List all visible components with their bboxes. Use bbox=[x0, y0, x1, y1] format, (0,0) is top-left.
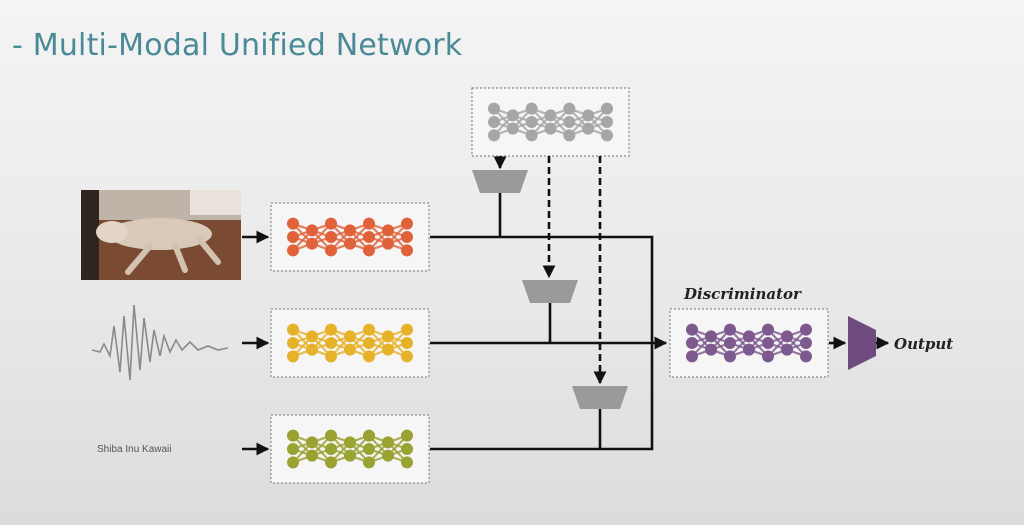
output-label: Output bbox=[894, 335, 953, 353]
dog-photo-input bbox=[81, 190, 241, 280]
discriminator-network-icon bbox=[686, 323, 812, 363]
adapter-2-icon bbox=[522, 280, 578, 303]
audio-encoder-network-icon bbox=[287, 323, 413, 363]
waveform-icon bbox=[91, 304, 229, 381]
slide-title: - Multi-Modal Unified Network bbox=[12, 28, 463, 63]
text-encoder-network-icon bbox=[287, 429, 413, 469]
top-network-icon bbox=[488, 102, 613, 142]
adapter-3-icon bbox=[572, 386, 628, 409]
output-head-icon bbox=[848, 316, 876, 370]
discriminator-label: Discriminator bbox=[683, 285, 802, 303]
image-encoder-network-icon bbox=[287, 217, 413, 257]
adapter-1-icon bbox=[472, 170, 528, 193]
text-input-label: Shiba Inu Kawaii bbox=[97, 444, 172, 455]
